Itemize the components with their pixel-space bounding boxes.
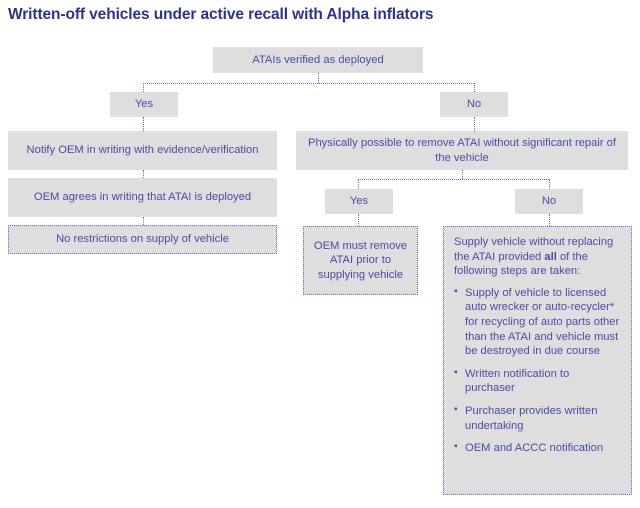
- connector-to-no2: [549, 179, 550, 189]
- list-item: OEM and ACCC notification: [454, 440, 622, 456]
- connector-split-1: [143, 83, 474, 84]
- supply-lead-bold: all: [544, 250, 557, 263]
- node-no-2: No: [515, 189, 583, 214]
- list-item: Written notification to purchaser: [454, 366, 622, 396]
- supply-conditions-lead: Supply vehicle without replacing the ATA…: [454, 235, 622, 279]
- node-supply-vehicle-conditions: Supply vehicle without replacing the ATA…: [443, 226, 632, 495]
- connector-no2-to-supply: [549, 214, 550, 226]
- list-item: Supply of vehicle to licensed auto wreck…: [454, 285, 622, 359]
- connector-notify-to-agrees: [143, 170, 144, 178]
- list-item: Purchaser provides written undertaking: [454, 403, 622, 433]
- node-yes-1: Yes: [110, 92, 178, 117]
- connector-no1-to-physical: [474, 117, 475, 131]
- node-no-1: No: [440, 92, 508, 117]
- connector-split-2: [358, 179, 549, 180]
- connector-physical-down: [462, 170, 463, 179]
- supply-lead-before: Supply vehicle without replacing the ATA…: [454, 236, 614, 263]
- connector-to-no1: [474, 83, 475, 92]
- connector-yes2-to-oemremove: [358, 214, 359, 226]
- page-title: Written-off vehicles under active recall…: [8, 6, 434, 23]
- connector-to-yes2: [358, 179, 359, 189]
- node-oem-must-remove: OEM must remove ATAI prior to supplying …: [303, 226, 418, 295]
- connector-yes1-to-notify: [143, 117, 144, 131]
- connector-root-down: [318, 73, 319, 83]
- connector-agrees-to-norestrictions: [143, 217, 144, 225]
- node-physically-possible: Physically possible to remove ATAI witho…: [296, 131, 628, 170]
- connector-to-yes1: [143, 83, 144, 92]
- node-no-restrictions: No restrictions on supply of vehicle: [8, 225, 277, 254]
- supply-lead-after: of the following steps are taken:: [454, 250, 588, 278]
- node-atais-verified: ATAIs verified as deployed: [213, 47, 423, 73]
- node-oem-agrees: OEM agrees in writing that ATAI is deplo…: [8, 178, 277, 217]
- supply-steps-list: Supply of vehicle to licensed auto wreck…: [454, 285, 622, 456]
- node-yes-2: Yes: [325, 189, 393, 214]
- node-notify-oem: Notify OEM in writing with evidence/veri…: [8, 131, 277, 170]
